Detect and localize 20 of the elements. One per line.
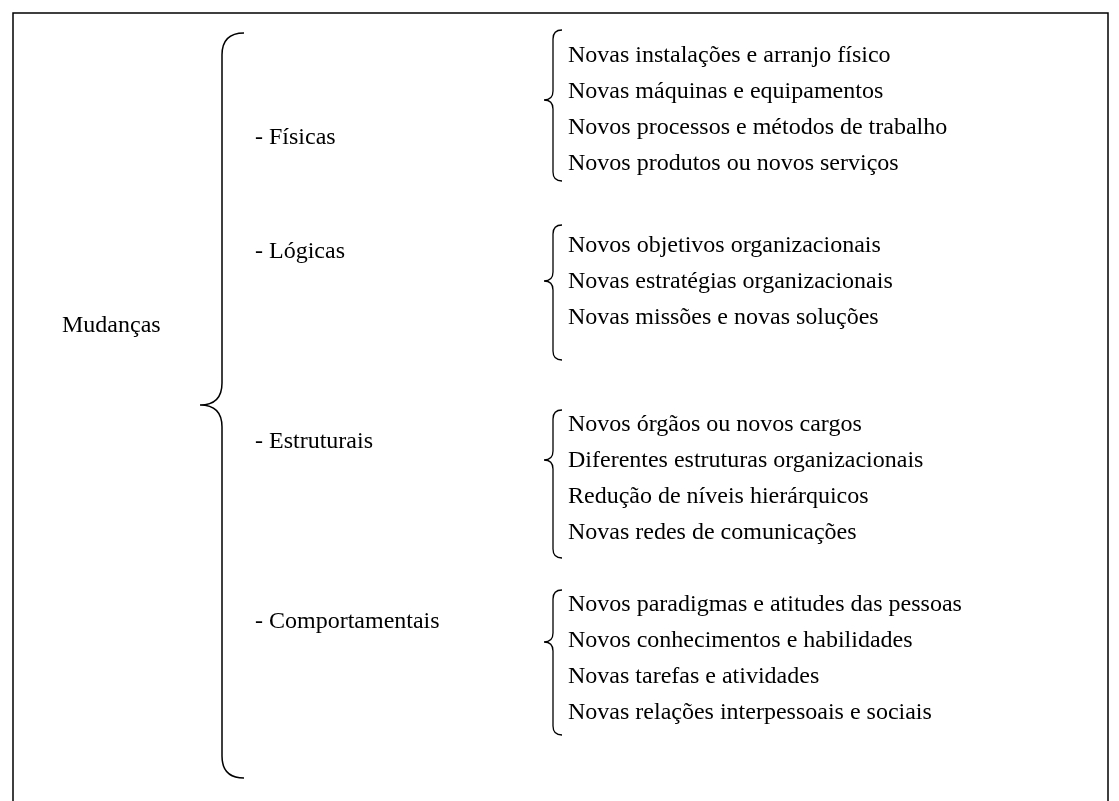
item-label: Novas tarefas e atividades bbox=[568, 662, 820, 690]
item-label: Novos objetivos organizacionais bbox=[568, 231, 881, 259]
item-label: Novos conhecimentos e habilidades bbox=[568, 626, 913, 654]
item-label: Redução de níveis hierárquicos bbox=[568, 482, 869, 510]
root-label: Mudanças bbox=[62, 311, 161, 339]
item-label: Novas estratégias organizacionais bbox=[568, 267, 893, 295]
item-label: Novos órgãos ou novos cargos bbox=[568, 410, 862, 438]
item-label: Novas missões e novas soluções bbox=[568, 303, 879, 331]
category-label: - Estruturais bbox=[255, 427, 373, 455]
item-label: Diferentes estruturas organizacionais bbox=[568, 446, 924, 474]
category-label: - Lógicas bbox=[255, 237, 345, 265]
category-label: - Comportamentais bbox=[255, 607, 440, 635]
category-label: - Físicas bbox=[255, 123, 336, 151]
item-label: Novas relações interpessoais e sociais bbox=[568, 698, 932, 726]
item-label: Novas redes de comunicações bbox=[568, 518, 857, 546]
item-label: Novos paradigmas e atitudes das pessoas bbox=[568, 590, 962, 618]
item-label: Novas máquinas e equipamentos bbox=[568, 77, 884, 105]
item-label: Novas instalações e arranjo físico bbox=[568, 41, 891, 69]
item-label: Novos processos e métodos de trabalho bbox=[568, 113, 948, 141]
item-label: Novos produtos ou novos serviços bbox=[568, 149, 899, 177]
